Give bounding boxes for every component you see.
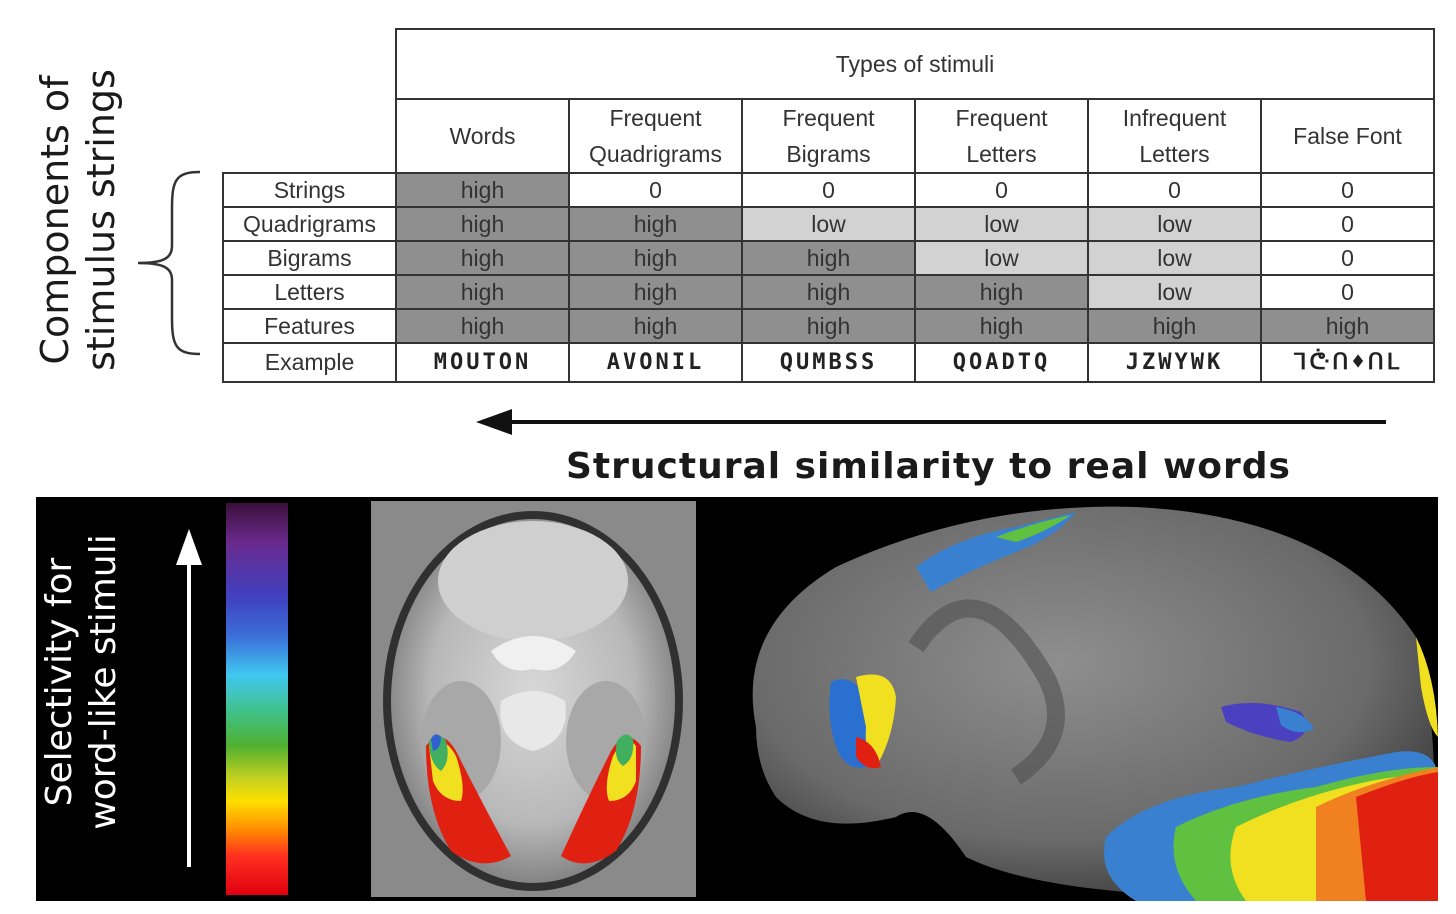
selectivity-axis-label: Selectivity for word-like stimuli (38, 507, 134, 857)
components-label-line1: Components of (33, 75, 77, 365)
table-row-bigrams: Bigrams high high high low low 0 (222, 240, 1435, 276)
table-cell: high (1087, 308, 1262, 344)
row-label: Example (222, 342, 397, 383)
table-cell: 0 (741, 172, 916, 208)
table-cell: low (1087, 274, 1262, 310)
table-cell: high (395, 240, 570, 276)
table-cell: high (1260, 308, 1435, 344)
table-cell: high (568, 206, 743, 242)
up-arrow-icon (176, 529, 202, 867)
table-corner-2 (223, 99, 396, 173)
row-label: Bigrams (222, 240, 397, 276)
example-word: MOUTON (395, 342, 570, 383)
table-row-features: Features high high high high high high (222, 308, 1435, 344)
curly-brace-icon (137, 170, 201, 356)
axial-brain-slice-image (371, 501, 696, 897)
table-cell: high (914, 308, 1089, 344)
components-label-line2: stimulus strings (79, 69, 123, 371)
table-cell: high (395, 172, 570, 208)
components-axis-label: Components of stimulus strings (32, 40, 132, 400)
example-false-font: ᒣᕩᑎ♦ᑎᒪ (1260, 342, 1435, 383)
table-cell: high (395, 206, 570, 242)
inflated-cortex-image (752, 506, 1438, 901)
row-label: Features (222, 308, 397, 344)
column-header-false-font: False Font (1260, 98, 1435, 174)
row-label: Strings (222, 172, 397, 208)
table-cell: 0 (1260, 274, 1435, 310)
selectivity-label-line1: Selectivity for (39, 557, 80, 807)
table-cell: high (395, 274, 570, 310)
table-cell: high (914, 274, 1089, 310)
table-cell: high (741, 274, 916, 310)
table-cell: high (395, 308, 570, 344)
table-cell: 0 (1087, 172, 1262, 208)
selectivity-colorbar (226, 503, 288, 895)
table-cell: high (741, 240, 916, 276)
table-corner (223, 29, 396, 99)
left-arrow-icon (476, 409, 1386, 435)
row-label: Quadrigrams (222, 206, 397, 242)
selectivity-label-line2: word-like stimuli (83, 534, 124, 830)
table-cell: low (914, 240, 1089, 276)
row-label: Letters (222, 274, 397, 310)
table-cell: high (741, 308, 916, 344)
types-of-stimuli-header: Types of stimuli (395, 28, 1435, 100)
table-cell: 0 (1260, 240, 1435, 276)
brain-activation-panel: Selectivity for word-like stimuli (36, 497, 1438, 901)
table-cell: 0 (1260, 172, 1435, 208)
table-cell: 0 (914, 172, 1089, 208)
table-row-letters: Letters high high high high low 0 (222, 274, 1435, 310)
example-bigrams: QUMBSS (741, 342, 916, 383)
table-cell: 0 (1260, 206, 1435, 242)
table-cell: low (1087, 240, 1262, 276)
example-quadrigrams: AVONIL (568, 342, 743, 383)
table-cell: low (914, 206, 1089, 242)
table-cell: low (1087, 206, 1262, 242)
table-row-example: Example MOUTON AVONIL QUMBSS QOADTQ JZWY… (222, 342, 1435, 383)
table-row-strings: Strings high 0 0 0 0 0 (222, 172, 1435, 208)
table-cell: high (568, 240, 743, 276)
column-header-words: Words (395, 98, 570, 174)
similarity-caption: Structural similarity to real words (566, 446, 1291, 487)
table-row-quadrigrams: Quadrigrams high high low low low 0 (222, 206, 1435, 242)
table-cell: low (741, 206, 916, 242)
table-cell: 0 (568, 172, 743, 208)
example-letters: QOADTQ (914, 342, 1089, 383)
table-cell: high (568, 308, 743, 344)
example-infrequent-letters: JZWYWK (1087, 342, 1262, 383)
table-cell: high (568, 274, 743, 310)
